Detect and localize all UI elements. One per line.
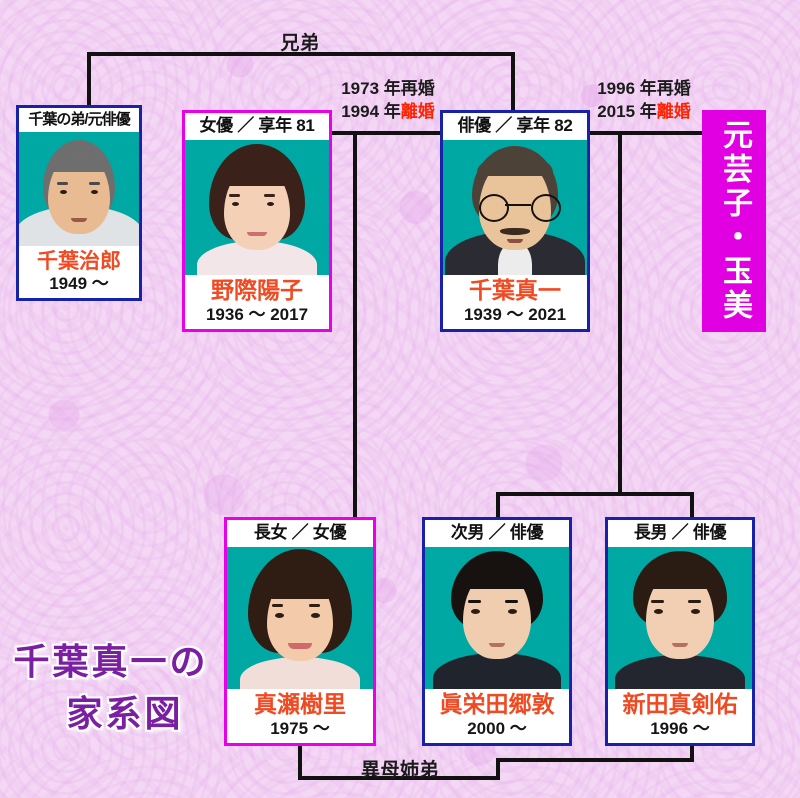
half-sibling-drop-mackenyu bbox=[690, 746, 694, 762]
marriage-left-divorce: 離婚 bbox=[400, 102, 435, 122]
half-sibling-drop-mase bbox=[298, 746, 302, 780]
person-role-chiba-jiro: 千葉の弟/元俳優 bbox=[19, 108, 139, 132]
person-name-maeda-gordon: 眞栄田郷敦 bbox=[439, 692, 555, 719]
marriage-left-year: 1994 年 bbox=[341, 102, 401, 122]
half-sibling-riser-gordon bbox=[496, 758, 500, 780]
sibling-bracket-right-drop bbox=[511, 52, 515, 134]
person-years-mase-juri: 1975 ～ bbox=[270, 718, 330, 738]
person-name-chiba-jiro: 千葉治郎 bbox=[37, 249, 121, 274]
diagram-title-line2: 家系図 bbox=[66, 693, 184, 736]
person-name-mase-juri: 真瀬樹里 bbox=[254, 692, 346, 719]
person-role-maeda-gordon: 次男 ／ 俳優 bbox=[425, 520, 569, 547]
marriage-right-divorce: 離婚 bbox=[656, 102, 691, 122]
half-sibling-horizontal bbox=[298, 776, 500, 780]
panel-tamami-text: 元芸子・玉美 bbox=[717, 119, 752, 323]
person-years-chiba-jiro: 1949 ～ bbox=[49, 273, 109, 293]
person-role-mase-juri: 長女 ／ 女優 bbox=[227, 520, 373, 547]
person-name-nogiwa-yoko: 野際陽子 bbox=[211, 278, 303, 305]
sons-bracket-right-drop bbox=[690, 492, 694, 520]
marriage-left-line1: 1973 年再婚 bbox=[341, 79, 435, 98]
person-years-chiba-shinichi: 1939 ～ 2021 bbox=[463, 304, 567, 324]
marriage-left-line2: 1994 年離婚 bbox=[328, 100, 448, 123]
sibling-bracket-horizontal bbox=[87, 52, 515, 56]
marriage-line-right bbox=[586, 131, 702, 135]
panel-tamami[interactable]: 元芸子・玉美 bbox=[702, 110, 766, 332]
person-card-nitta-mackenyu[interactable]: 長男 ／ 俳優 新田真剣佑 1996 ～ bbox=[605, 517, 755, 746]
person-years-nogiwa-yoko: 1936 ～ 2017 bbox=[205, 304, 309, 324]
sons-bracket-horizontal bbox=[496, 492, 694, 496]
person-card-nogiwa-yoko[interactable]: 女優 ／ 享年 81 野際陽子 1936 ～ 2017 bbox=[182, 110, 332, 332]
person-role-nogiwa-yoko: 女優 ／ 享年 81 bbox=[185, 113, 329, 140]
person-card-chiba-shinichi[interactable]: 俳優 ／ 享年 82 千葉真一 1939 ～ 2021 bbox=[440, 110, 590, 332]
person-photo-chiba-jiro bbox=[19, 131, 139, 247]
diagram-title-line1: 千葉真一の bbox=[13, 641, 209, 683]
person-years-maeda-gordon: 2000 ～ bbox=[467, 718, 527, 738]
person-photo-nogiwa-yoko bbox=[185, 139, 329, 276]
person-photo-nitta-mackenyu bbox=[608, 546, 752, 690]
sons-bracket-left-drop bbox=[496, 492, 500, 520]
marriage-label-left: 1973 年再婚 1994 年離婚 bbox=[328, 77, 448, 124]
marriage-right-line2: 2015 年離婚 bbox=[584, 100, 704, 123]
marriage-right-line1: 1996 年再婚 bbox=[597, 79, 691, 98]
marriage-right-year: 2015 年 bbox=[597, 102, 657, 122]
person-card-mase-juri[interactable]: 長女 ／ 女優 真瀬樹里 1975 ～ bbox=[224, 517, 376, 746]
child-drop-right-marriage bbox=[618, 131, 622, 495]
person-years-nitta-mackenyu: 1996 ～ bbox=[650, 718, 710, 738]
person-card-chiba-jiro[interactable]: 千葉の弟/元俳優 千葉治郎 1949 ～ bbox=[16, 105, 142, 301]
diagram-title: 千葉真一の 家系図 bbox=[8, 636, 214, 740]
person-photo-chiba-shinichi bbox=[443, 139, 587, 276]
marriage-line-left bbox=[331, 131, 443, 135]
person-role-nitta-mackenyu: 長男 ／ 俳優 bbox=[608, 520, 752, 547]
person-card-maeda-gordon[interactable]: 次男 ／ 俳優 眞栄田郷敦 2000 ～ bbox=[422, 517, 572, 746]
person-role-chiba-shinichi: 俳優 ／ 享年 82 bbox=[443, 113, 587, 140]
person-photo-mase-juri bbox=[227, 546, 373, 690]
child-drop-mase-juri bbox=[353, 131, 357, 520]
person-photo-maeda-gordon bbox=[425, 546, 569, 690]
marriage-label-right: 1996 年再婚 2015 年離婚 bbox=[584, 77, 704, 124]
half-sibling-label: 異母姉弟 bbox=[360, 760, 439, 781]
sibling-bracket-left-drop bbox=[87, 52, 91, 108]
sibling-label: 兄弟 bbox=[280, 33, 320, 54]
half-sibling-upper-horizontal bbox=[496, 758, 694, 762]
person-name-chiba-shinichi: 千葉真一 bbox=[469, 278, 561, 305]
person-name-nitta-mackenyu: 新田真剣佑 bbox=[622, 692, 738, 719]
